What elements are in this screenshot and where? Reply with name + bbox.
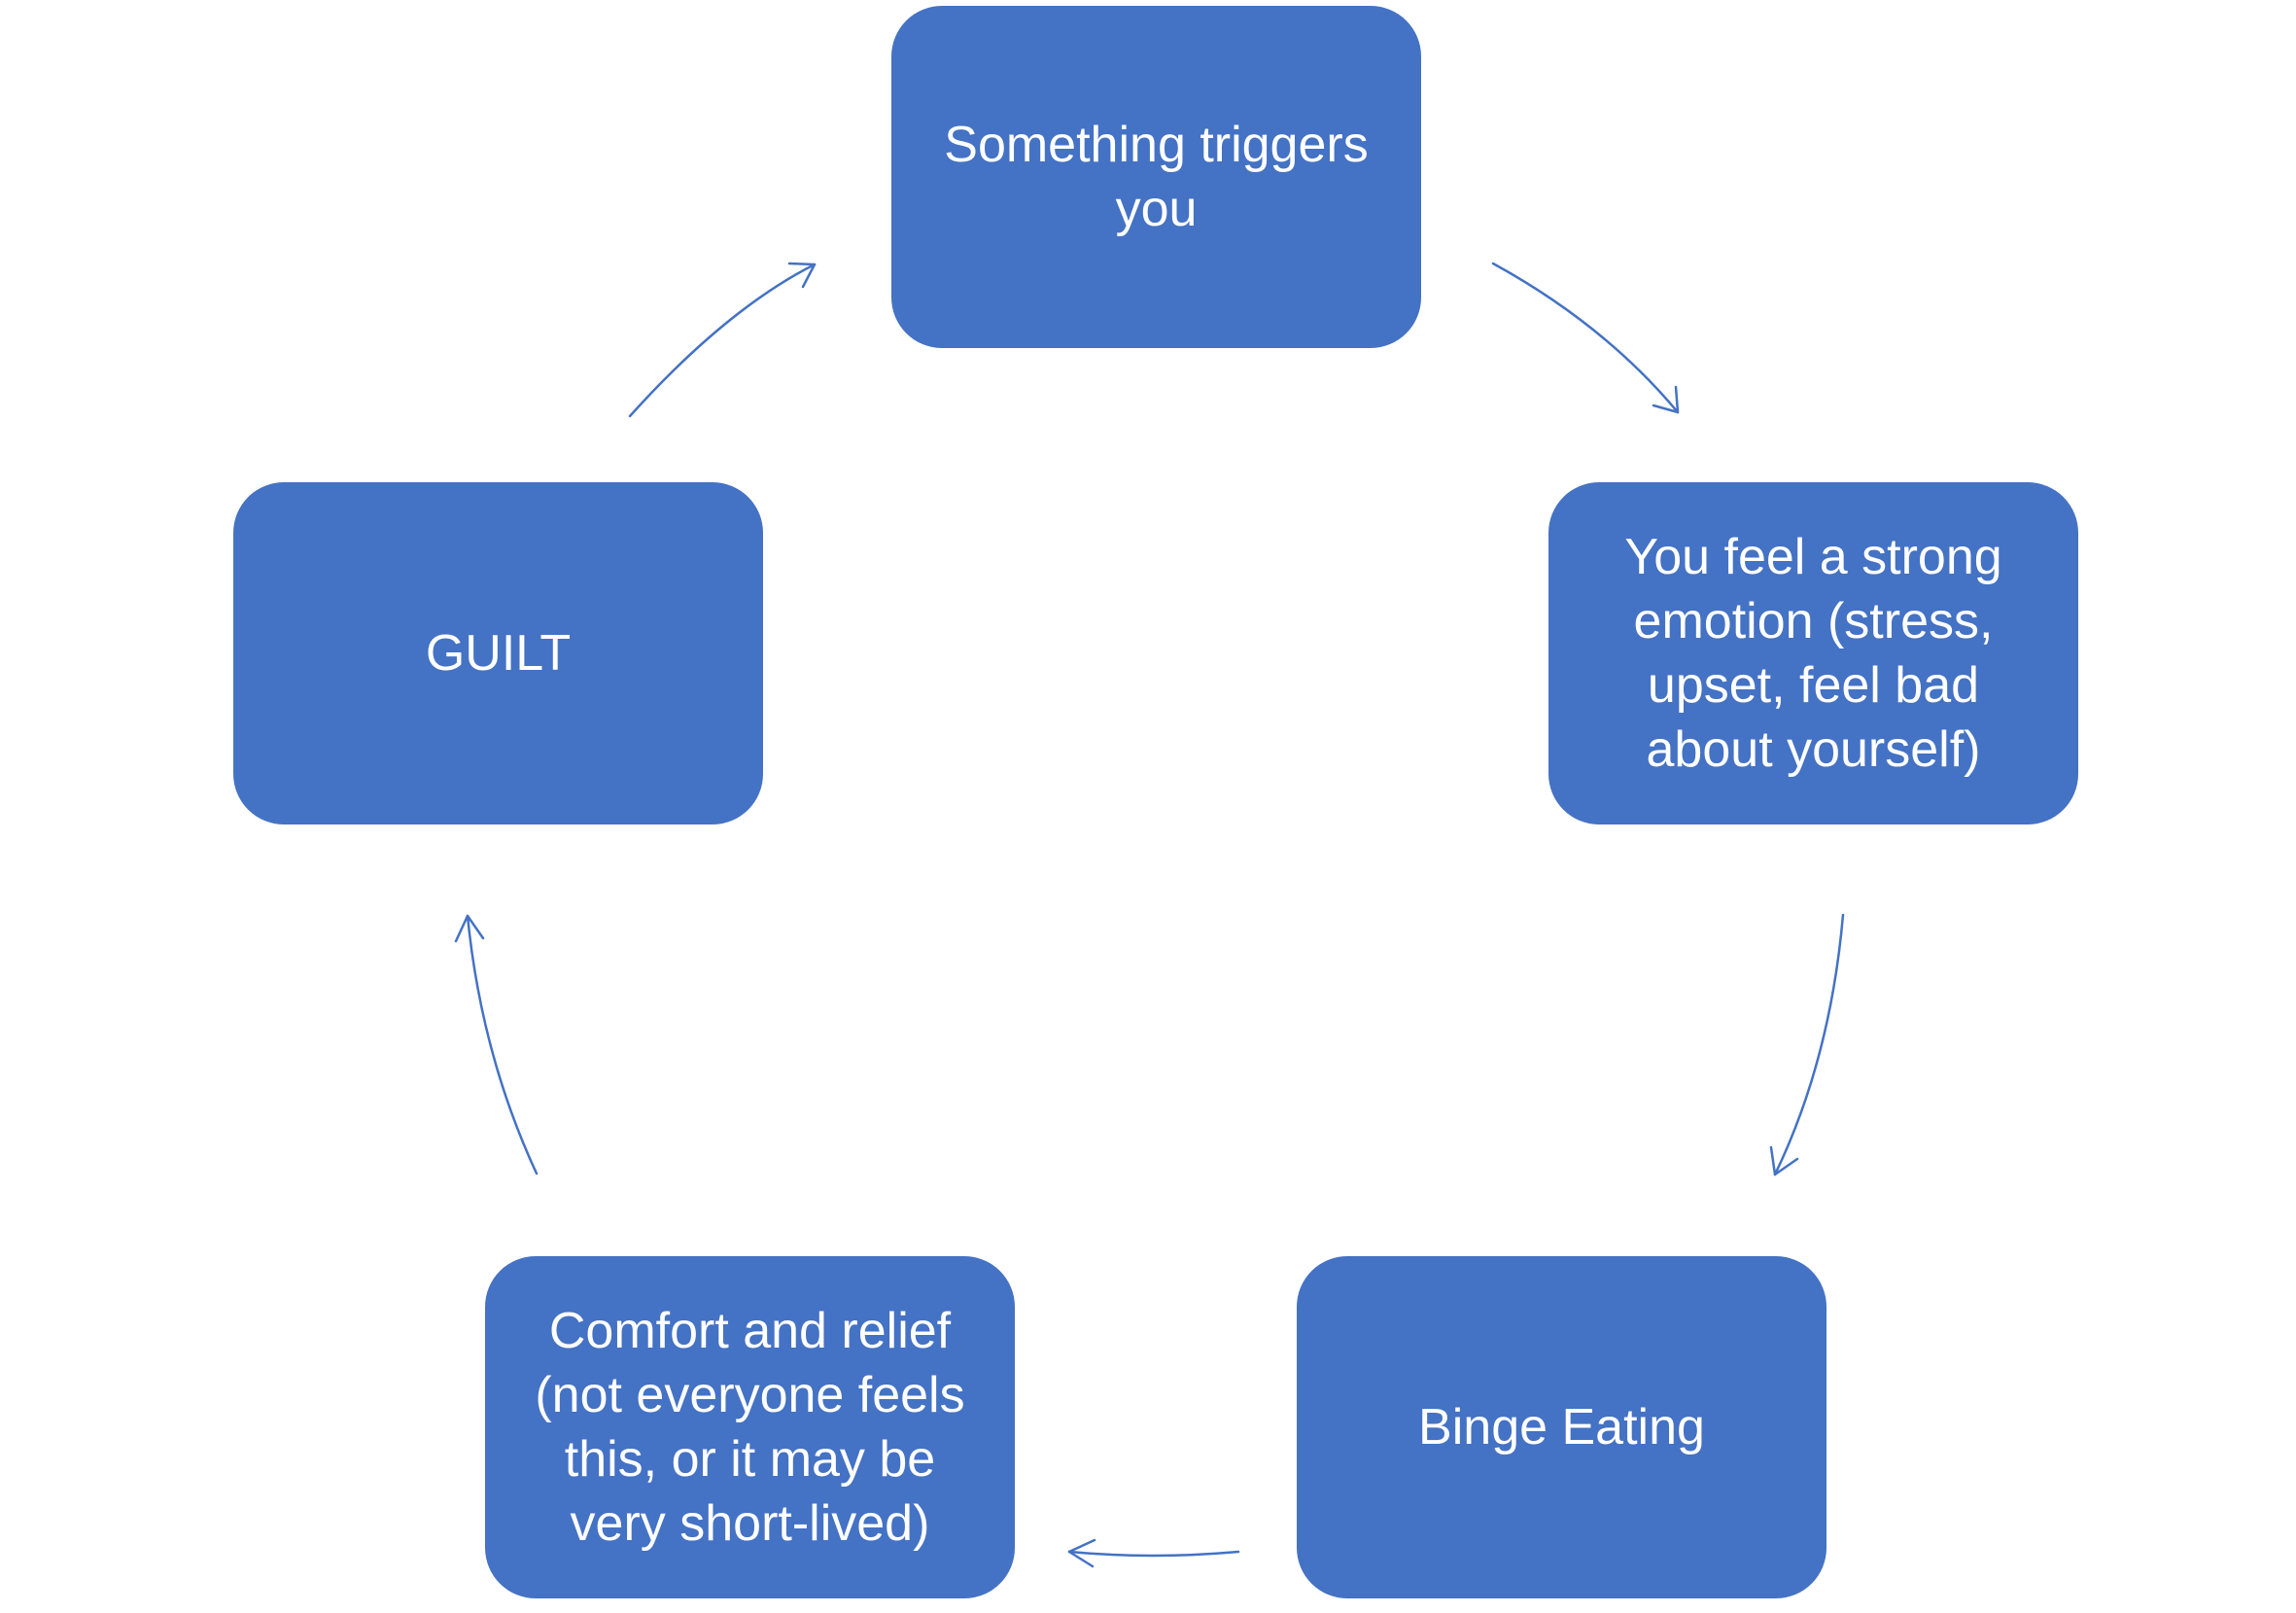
arrow-trigger-to-emotion [1491,262,1680,414]
node-strong-emotion: You feel a strong emotion (stress, upset… [1548,482,2078,824]
arrow-binge-to-comfort [1067,1538,1240,1568]
arrow-guilt-to-trigger [628,262,817,418]
node-comfort-and-relief: Comfort and relief (not everyone feels t… [485,1256,1015,1598]
node-guilt: GUILT [233,482,763,824]
node-label: GUILT [425,625,572,682]
node-label: You feel a strong emotion (stress, upset… [1624,529,2002,778]
node-binge-eating: Binge Eating [1297,1256,1826,1598]
node-something-triggers-you: Something triggers you [891,6,1421,348]
arrow-emotion-to-binge [1769,913,1845,1176]
node-label: Comfort and relief (not everyone feels t… [535,1303,965,1552]
node-label: Something triggers you [944,117,1369,237]
arrow-comfort-to-guilt [454,914,539,1175]
node-label: Binge Eating [1418,1399,1705,1455]
